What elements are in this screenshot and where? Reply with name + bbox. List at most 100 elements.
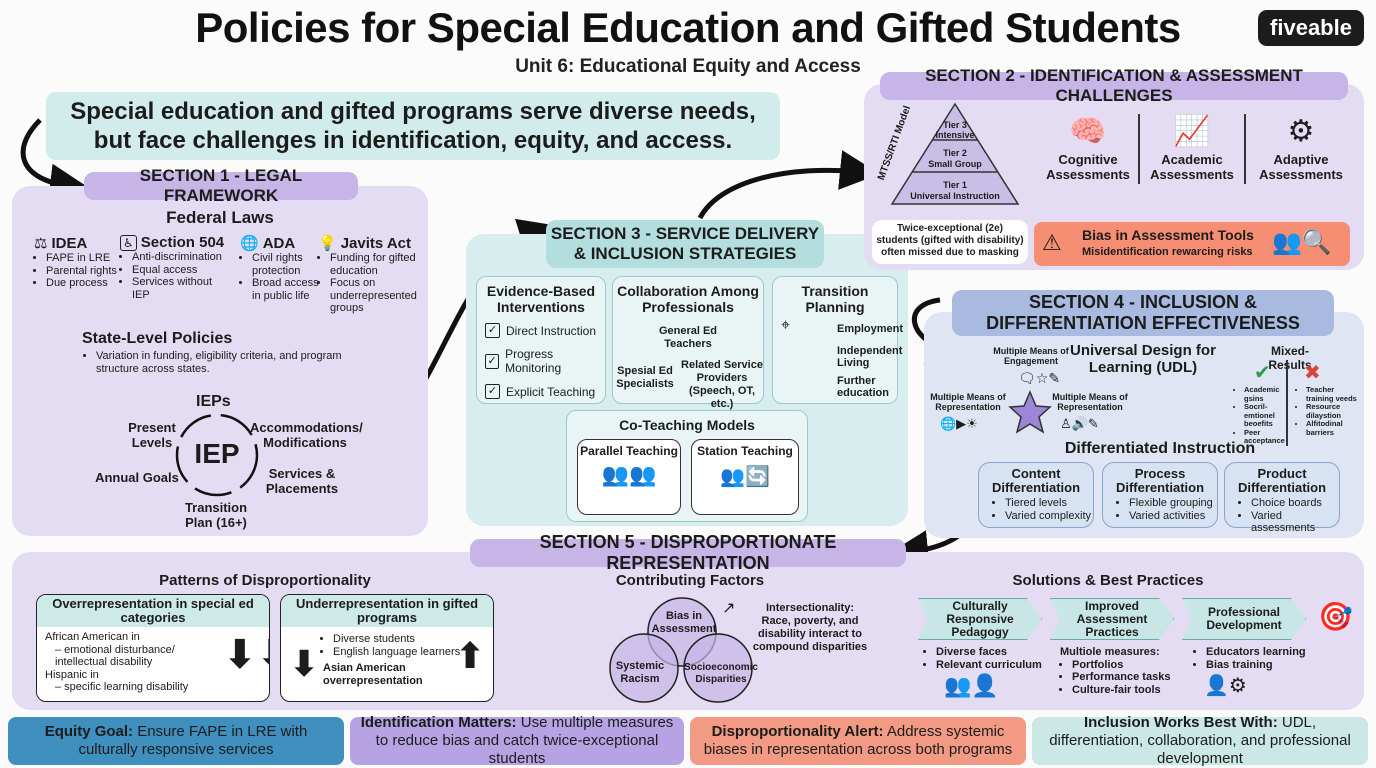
product-differentiation: Product Differentiation Choice boardsVar… [1224, 462, 1340, 534]
udl-title: Universal Design for Learning (UDL) [1070, 342, 1216, 376]
iep-heading: IEPs [196, 393, 231, 410]
checkbox-icon: ✓ [485, 384, 500, 399]
expression-icons: ♙🔊✎ [1060, 416, 1099, 431]
iep-present-levels: Present Levels [128, 420, 176, 450]
patterns-heading: Patterns of Disproportionality [159, 572, 371, 589]
brain-icon: 🧠 [1069, 115, 1107, 148]
footer-equity-goal: Equity Goal: Ensure FAPE in LRE with cul… [8, 717, 344, 765]
section1-panel [12, 186, 428, 536]
star-icon [1008, 390, 1052, 434]
intersectionality-note: Intersectionality: Race, poverty, and di… [752, 602, 868, 653]
checkbox-icon: ✓ [485, 353, 500, 369]
bias-alert: ⚠ Bias in Assessment Tools Misidentifica… [1034, 222, 1350, 266]
process-differentiation: Process Differentiation Flexible groupin… [1102, 462, 1218, 528]
udl-engagement: Multiple Means of Engagement [993, 346, 1069, 366]
footer-inclusion-works: Inclusion Works Best With: UDL, differen… [1032, 714, 1368, 767]
learning-gears-icon: 👤⚙ [1204, 675, 1247, 697]
venn-bias: Bias in Assessment [651, 610, 717, 635]
transition-heading: Transition Planning [801, 283, 869, 315]
page-title: Policies for Special Education and Gifte… [195, 4, 1181, 51]
iep-cycle-diagram [175, 413, 259, 497]
step-improved-assessment: Improved Assessment Practices [1050, 598, 1174, 640]
cognitive-assessment: 🧠 Cognitive Assessments [1038, 112, 1138, 182]
section5-title: SECTION 5 - DISPROPORTIONATE REPRESENTAT… [470, 532, 906, 573]
scales-icon: ⚖ [34, 235, 48, 252]
wheelchair-icon: ♿ [120, 234, 137, 251]
mixed-negatives: Teacher training veedsResource dilaystio… [1298, 385, 1358, 437]
intro-banner: Special education and gifted programs se… [46, 92, 780, 160]
globe-icon: 🌐 [240, 235, 259, 252]
assessment-types: 🧠 Cognitive Assessments 📈 Academic Asses… [1038, 112, 1354, 202]
underrepresentation-card: Underrepresentation in gifted programs D… [280, 594, 494, 702]
mtss-pyramid [890, 102, 1020, 205]
down-arrow-icon: ⬇ [289, 643, 320, 684]
iep-center-label: IEP [194, 438, 240, 469]
adaptive-assessment: ⚙ Adaptive Assessments [1248, 112, 1354, 182]
step2-details: Multiole measures: PortfoliosPerformance… [1060, 646, 1180, 696]
collaboration-heading: Collaboration Among Professionals [617, 283, 759, 315]
people-search-icon: 👥🔍 [1272, 229, 1332, 256]
content-differentiation: Content Differentiation Tiered levelsVar… [978, 462, 1094, 528]
lightbulb-icon: 💡 [318, 235, 337, 252]
page-subtitle: Unit 6: Educational Equity and Access [515, 56, 861, 77]
section2-title: SECTION 2 - IDENTIFICATION & ASSESSMENT … [880, 66, 1348, 105]
step-culturally-responsive: Culturally Responsive Pedagogy [918, 598, 1042, 640]
arrow-s3-to-s2 [697, 150, 880, 220]
check-icon: ✔ [1254, 362, 1271, 384]
warning-icon: ⚠ [1042, 230, 1062, 255]
arrow-intro-to-s1 [20, 118, 90, 204]
coteaching-heading: Co-Teaching Models [619, 417, 755, 433]
udl-representation-right: Multiple Means of Representation [1052, 392, 1128, 412]
venn-diagram [609, 597, 753, 703]
venn-racism: Systemic Racism [615, 660, 665, 685]
target-icon: 🎯 [1318, 601, 1353, 632]
mixed-results-title: Mixed-Results [1268, 344, 1312, 372]
checkbox-icon: ✓ [485, 323, 500, 338]
ebi-heading: Evidence-Based Interventions [486, 283, 596, 315]
footer-identification-matters: Identification Matters: Use multiple mea… [350, 714, 684, 767]
section3-title: SECTION 3 - SERVICE DELIVERY & INCLUSION… [546, 220, 824, 268]
engagement-icons: 🗨☆✎ [1018, 370, 1061, 386]
x-icon: ✖ [1304, 362, 1321, 384]
academic-assessment: 📈 Academic Assessments [1142, 112, 1242, 182]
mixed-positives: Academic gsinsSocril-emtionel beoefitsPe… [1236, 385, 1288, 446]
twice-exceptional-note: Twice-exceptional (2e) students (gifted … [872, 220, 1028, 264]
udl-representation-left: Multiple Means of Representation [930, 392, 1006, 412]
diverse-faces-icon: 👥👤 [944, 673, 999, 698]
federal-laws-heading: Federal Laws [166, 208, 274, 227]
law-section-504: ♿Section 504 Anti-discriminationEqual ac… [120, 234, 232, 301]
law-ada: 🌐ADA Civil rights protectionBroad access… [240, 234, 320, 302]
section4-title: SECTION 4 - INCLUSION & DIFFERENTIATION … [952, 290, 1334, 336]
down-arrows-icon: ⬇⬇ [223, 633, 269, 677]
transition-card: Transition Planning ⌖ Employment Indepen… [772, 276, 903, 404]
differentiated-instruction-heading: Differentiated Instruction [1064, 440, 1256, 457]
step1-details: Diverse facesRelevant curriculum 👥👤 [924, 646, 1044, 699]
law-javits-act: 💡Javits Act Funding for gifted education… [318, 234, 423, 315]
teachers-icon: 👥👥 [601, 462, 657, 487]
law-idea: ⚖IDEA FAPE in LREParental rightsDue proc… [34, 234, 126, 290]
fiveable-logo: fiveable [1258, 10, 1364, 46]
solutions-heading: Solutions & Best Practices [1012, 572, 1204, 589]
iep-annual-goals: Annual Goals [95, 470, 179, 485]
stations-icon: 👥🔄 [720, 466, 770, 488]
gear-head-icon: ⚙ [1287, 115, 1315, 148]
location-pin-icon: ⌖ [781, 317, 791, 334]
venn-socioeconomic: Socioeconomic Disparities [684, 662, 758, 685]
up-arrow-icon: ⬆ [455, 635, 486, 676]
section1-title: SECTION 1 - LEGAL FRAMEWORK [84, 166, 358, 205]
parallel-teaching: Parallel Teaching 👥👥 [577, 439, 681, 515]
iep-services: Services & Placements [265, 466, 339, 496]
iep-accommodations: Accommodations/ Modifications [250, 420, 363, 450]
factors-heading: Contributing Factors [615, 572, 765, 589]
state-policies-text: Variation in funding, eligibility criter… [84, 350, 384, 375]
ebi-card: Evidence-Based Interventions ✓Direct Ins… [476, 276, 606, 404]
collaboration-card: Collaboration Among Professionals Genera… [612, 276, 764, 410]
state-policies-heading: State-Level Policies [82, 330, 233, 347]
step3-details: Educators learningBias training 👤⚙ [1194, 646, 1314, 698]
footer-disproportionality-alert: Disproportionality Alert: Address system… [690, 717, 1026, 765]
overrepresentation-card: Overrepresentation in special ed categor… [36, 594, 270, 702]
iep-transition: Transition Plan (16+) [184, 500, 248, 530]
